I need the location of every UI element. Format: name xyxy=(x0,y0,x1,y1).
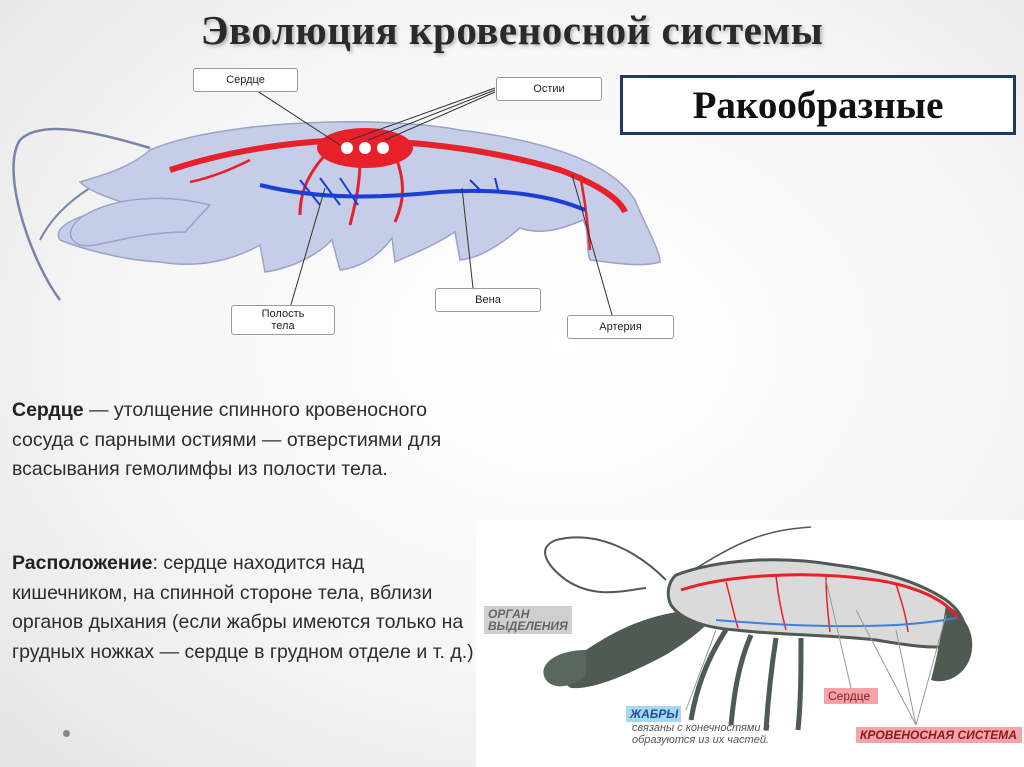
label-vein: Вена xyxy=(435,288,541,312)
slide-bullet-dot xyxy=(63,730,70,737)
tag-circulatory-system: КРОВЕНОСНАЯ СИСТЕМА xyxy=(856,727,1022,743)
heart-term: Сердце xyxy=(12,399,84,421)
crayfish-illustration: ОРГАН ВЫДЕЛЕНИЯ Сердце ЖАБРЫ связаны с к… xyxy=(476,520,1024,767)
heart-description: — утолщение спинного кровеносного сосуда… xyxy=(12,399,442,480)
tag-excretory-organ: ОРГАН ВЫДЕЛЕНИЯ xyxy=(484,606,572,634)
tag-gills-note: связаны с конечностями и образуются из и… xyxy=(632,722,770,746)
location-term: Расположение xyxy=(12,552,153,574)
label-ostia: Остии xyxy=(496,77,602,101)
tag-gills: ЖАБРЫ xyxy=(626,706,681,722)
label-heart: Сердце xyxy=(193,68,298,92)
label-body-cavity: Полость тела xyxy=(231,305,335,335)
location-description: : сердце находится над кишечником, на сп… xyxy=(12,552,474,663)
crayfish-schematic: Сердце Остии Полость тела Вена Артерия xyxy=(0,60,700,350)
slide-title: Эволюция кровеносной системы xyxy=(200,7,824,53)
label-artery: Артерия xyxy=(567,315,674,339)
tag-heart: Сердце xyxy=(824,688,878,704)
heart-definition: Сердце — утолщение спинного кровеносного… xyxy=(12,396,492,485)
subtitle-box: Ракообразные xyxy=(620,75,1016,135)
subtitle-text: Ракообразные xyxy=(692,83,944,127)
location-definition: Расположение: сердце находится над кишеч… xyxy=(12,549,482,667)
